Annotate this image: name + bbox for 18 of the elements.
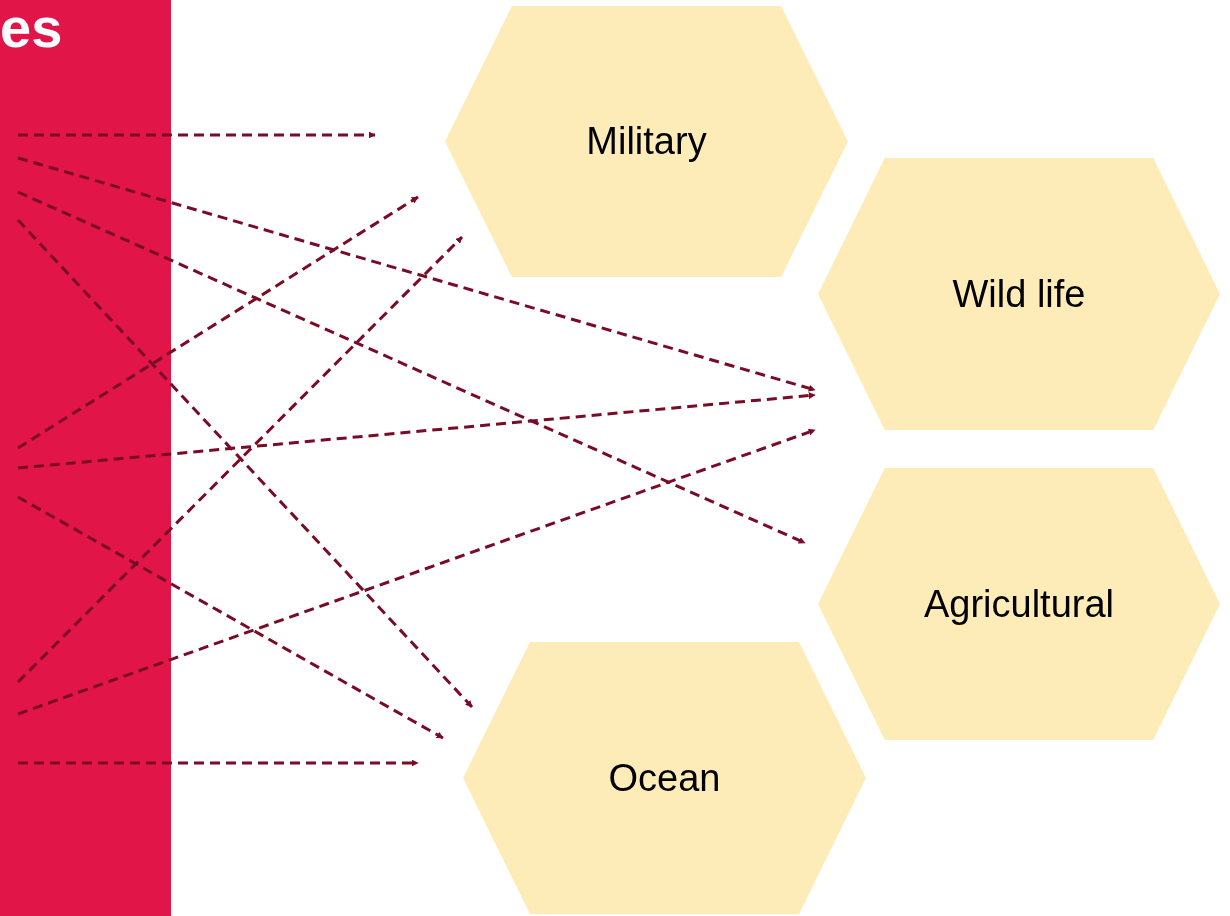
dashed-arrow [18,759,419,767]
hexagon-node [463,642,866,914]
node-label: Military [586,119,707,164]
node-label: Ocean [608,755,721,801]
node-label: Agricultural [923,581,1115,627]
dashed-arrow [17,495,444,740]
hexagon-node [818,158,1220,430]
node-label: Wild life [952,271,1086,317]
side-bar [0,0,171,916]
dashed-arrow [17,190,806,545]
dashed-arrow [17,428,816,716]
dashed-arrow [17,156,816,392]
dashed-arrow [17,195,419,450]
heading-text: es [0,0,63,56]
hexagon-node [445,6,848,277]
hexagon-node [818,468,1220,740]
dashed-arrow [18,131,376,139]
dashed-arrow [17,392,816,470]
